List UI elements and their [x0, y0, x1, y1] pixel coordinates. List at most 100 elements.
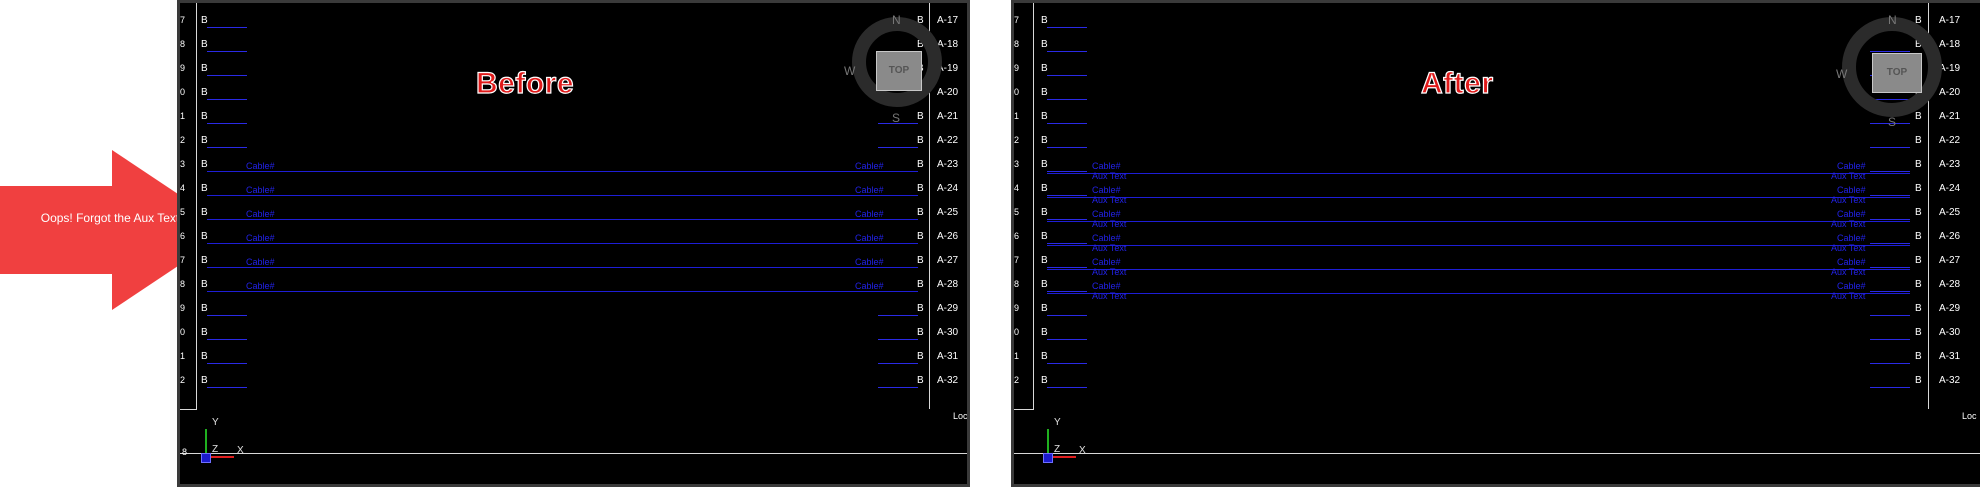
compass-west[interactable]: W [1836, 67, 1848, 81]
terminal-label: A-23 [1939, 159, 1961, 170]
panel-title: Before [475, 66, 575, 100]
compass-south[interactable]: S [892, 111, 901, 125]
cable-wire [1047, 245, 1910, 246]
cable-label-left: Cable# [1092, 209, 1121, 219]
left-stub-wire [1047, 387, 1087, 388]
right-terminal-letter: B [917, 375, 924, 386]
row-number: 7 [1014, 15, 1020, 25]
aux-text-right: Aux Text [1831, 243, 1866, 253]
cable-wire [207, 243, 918, 244]
cable-label-right: Cable# [1837, 209, 1866, 219]
left-stub-wire [1047, 315, 1087, 316]
right-terminal-letter: B [1915, 111, 1922, 122]
cable-wire [1047, 293, 1910, 294]
compass-north[interactable]: N [1888, 13, 1897, 27]
location-label: Loc [1962, 411, 1977, 421]
right-terminal-letter: B [1915, 207, 1922, 218]
callout-text: Oops! Forgot the Aux Text [40, 211, 180, 225]
terminal-label: A-23 [937, 159, 959, 170]
terminal-label: A-20 [1939, 87, 1961, 98]
x-axis-icon [1048, 456, 1076, 458]
right-terminal-letter: B [1915, 135, 1922, 146]
right-terminal-border [929, 3, 930, 409]
right-terminal-letter: B [917, 327, 924, 338]
cable-label-right: Cable# [1837, 281, 1866, 291]
x-axis-icon [206, 456, 234, 458]
terminal-label: A-24 [937, 183, 959, 194]
cable-label-right: Cable# [855, 185, 884, 195]
compass-west[interactable]: W [844, 64, 856, 78]
cable-wire [1047, 197, 1910, 198]
row-number: 4 [180, 183, 186, 193]
left-stub-wire [207, 339, 247, 340]
right-stub-wire [1870, 291, 1910, 292]
cable-label-left: Cable# [1092, 281, 1121, 291]
right-terminal-letter: B [917, 207, 924, 218]
left-terminal-letter: B [201, 303, 208, 314]
left-terminal-letter: B [1041, 87, 1048, 98]
row-number: 3 [1014, 159, 1020, 169]
left-terminal-letter: B [1041, 39, 1048, 50]
left-stub-wire [1047, 75, 1087, 76]
terminal-label: A-30 [1939, 327, 1961, 338]
row-number: 1 [1014, 111, 1020, 121]
z-axis-label: Z [212, 444, 219, 455]
right-terminal-letter: B [1915, 159, 1922, 170]
left-terminal-letter: B [1041, 303, 1048, 314]
right-terminal-letter: B [1915, 231, 1922, 242]
row-number: 1 [1014, 351, 1020, 361]
cable-label-right: Cable# [1837, 257, 1866, 267]
terminal-label: A-31 [937, 351, 959, 362]
compass-south[interactable]: S [1888, 115, 1897, 129]
left-terminal-letter: B [1041, 351, 1048, 362]
row-number: 7 [180, 15, 186, 25]
viewcube-top-face[interactable]: TOP [876, 51, 922, 91]
row-number: 9 [1014, 303, 1020, 313]
cable-wire [1047, 173, 1910, 174]
left-terminal-letter: B [201, 135, 208, 146]
left-stub-wire [1047, 267, 1087, 268]
row-number: 1 [180, 111, 186, 121]
left-stub-wire [1047, 339, 1087, 340]
terminal-label: A-17 [1939, 15, 1961, 26]
right-stub-wire [1870, 267, 1910, 268]
left-terminal-letter: B [1041, 159, 1048, 170]
left-stub-wire [207, 315, 247, 316]
left-stub-wire [207, 363, 247, 364]
cable-label-right: Cable# [855, 209, 884, 219]
left-stub-wire [1047, 363, 1087, 364]
left-stub-wire [207, 387, 247, 388]
aux-text-right: Aux Text [1831, 291, 1866, 301]
right-terminal-letter: B [1915, 15, 1922, 26]
y-axis-icon [205, 429, 207, 457]
origin-box-icon [1043, 453, 1053, 463]
y-axis-icon [1047, 429, 1049, 457]
terminal-label: A-29 [1939, 303, 1961, 314]
cable-label-right: Cable# [1837, 233, 1866, 243]
right-stub-wire [878, 387, 918, 388]
right-stub-wire [1870, 195, 1910, 196]
left-terminal-letter: B [201, 39, 208, 50]
compass-north[interactable]: N [892, 13, 901, 27]
right-stub-wire [1870, 363, 1910, 364]
y-axis-label: Y [1054, 417, 1061, 428]
viewcube-top-face[interactable]: TOP [1872, 53, 1922, 93]
cable-wire [1047, 269, 1910, 270]
cable-label-left: Cable# [246, 233, 275, 243]
callout-arrow: Oops! Forgot the Aux Text [0, 150, 240, 310]
cable-label-left: Cable# [1092, 161, 1121, 171]
left-stub-wire [1047, 99, 1087, 100]
left-terminal-letter: B [201, 183, 208, 194]
right-terminal-letter: B [1915, 279, 1922, 290]
x-axis-label: X [1079, 445, 1086, 456]
left-terminal-letter: B [201, 159, 208, 170]
bottom-digit: 8 [182, 447, 188, 457]
aux-text-right: Aux Text [1831, 171, 1866, 181]
